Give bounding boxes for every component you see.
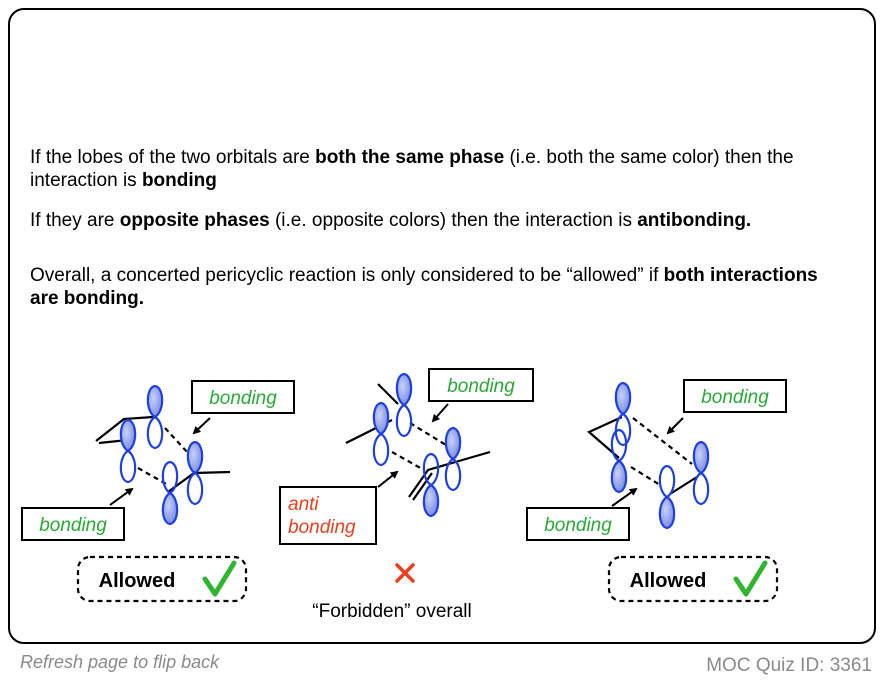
p1-text-2: (i.e. both the same color) then the inte… bbox=[30, 147, 794, 191]
arrow-icon bbox=[192, 417, 211, 435]
p1-bold-1: both the same phase bbox=[315, 147, 505, 168]
p2-text-2: (i.e. opposite colors) then the interact… bbox=[269, 210, 638, 231]
left-verdict-box bbox=[76, 555, 248, 603]
p-orbital-icon bbox=[658, 464, 676, 530]
right-dashed-interactions bbox=[630, 417, 693, 486]
paragraph-opposite-phase: If they are opposite phases (i.e. opposi… bbox=[30, 209, 830, 232]
p1-bold-2: bonding bbox=[141, 170, 217, 191]
right-top-label-box bbox=[683, 379, 787, 413]
p-orbital-icon bbox=[161, 460, 179, 526]
right-panel: bonding bonding Allowed bbox=[526, 379, 787, 603]
right-bottom-label: bonding bbox=[544, 515, 612, 536]
p2-bold-2: antibonding. bbox=[637, 210, 752, 231]
left-top-label: bonding bbox=[209, 388, 277, 409]
quiz-card[interactable] bbox=[8, 8, 876, 644]
green-checkmark-icon bbox=[202, 560, 237, 597]
p-orbital-icon bbox=[610, 428, 628, 494]
middle-bottom-label-line2: bonding bbox=[288, 517, 356, 538]
p2-text-1: If they are bbox=[30, 210, 120, 231]
left-bottom-label-box bbox=[21, 507, 125, 541]
left-verdict-text: Allowed bbox=[99, 570, 176, 592]
left-bottom-label: bonding bbox=[39, 515, 107, 536]
p3-text-1: Overall, a concerted pericyclic reaction… bbox=[30, 265, 664, 286]
p2-bold-1: opposite phases bbox=[119, 210, 270, 231]
p-orbital-icon bbox=[614, 381, 632, 447]
flip-back-hint[interactable]: Refresh page to flip back bbox=[20, 652, 220, 672]
arrow-icon bbox=[431, 403, 449, 423]
arrow-icon bbox=[666, 417, 684, 435]
p-orbital-icon bbox=[422, 452, 440, 518]
middle-bottom-label-line1: anti bbox=[288, 494, 319, 515]
p3-bold-1: both interactions are bonding. bbox=[30, 265, 818, 309]
right-top-label: bonding bbox=[701, 387, 769, 408]
paragraph-same-phase: If the lobes of the two orbitals are bot… bbox=[30, 146, 860, 192]
p1-text-1: If the lobes of the two orbitals are bbox=[30, 147, 316, 168]
middle-top-label: bonding bbox=[447, 376, 515, 397]
p-orbital-icon bbox=[444, 426, 462, 492]
p-orbital-icon bbox=[119, 418, 137, 484]
paragraph-overall-rule: Overall, a concerted pericyclic reaction… bbox=[30, 264, 850, 310]
left-top-label-box bbox=[191, 380, 295, 414]
right-bonds bbox=[586, 415, 698, 495]
arrow-icon bbox=[109, 487, 134, 506]
right-verdict-text: Allowed bbox=[630, 570, 707, 592]
left-panel: bonding bonding Allowed bbox=[21, 380, 295, 603]
red-x-icon bbox=[395, 563, 415, 583]
middle-verdict-text: “Forbidden” overall bbox=[312, 601, 471, 622]
right-bottom-label-box bbox=[526, 507, 630, 541]
p-orbital-icon bbox=[372, 401, 390, 467]
middle-top-label-box bbox=[428, 368, 534, 402]
p-orbital-icon bbox=[692, 440, 710, 506]
middle-panel: bonding anti bonding “Forbidden” overall bbox=[279, 368, 534, 622]
middle-bottom-label-box bbox=[279, 486, 377, 545]
p-orbital-icon bbox=[395, 372, 413, 438]
green-checkmark-icon bbox=[733, 560, 768, 597]
arrow-icon bbox=[611, 487, 638, 507]
middle-dashed-interactions bbox=[391, 422, 447, 471]
arrow-icon bbox=[377, 470, 399, 488]
right-verdict-box bbox=[607, 555, 779, 603]
quiz-id: MOC Quiz ID: 3361 bbox=[706, 655, 872, 676]
